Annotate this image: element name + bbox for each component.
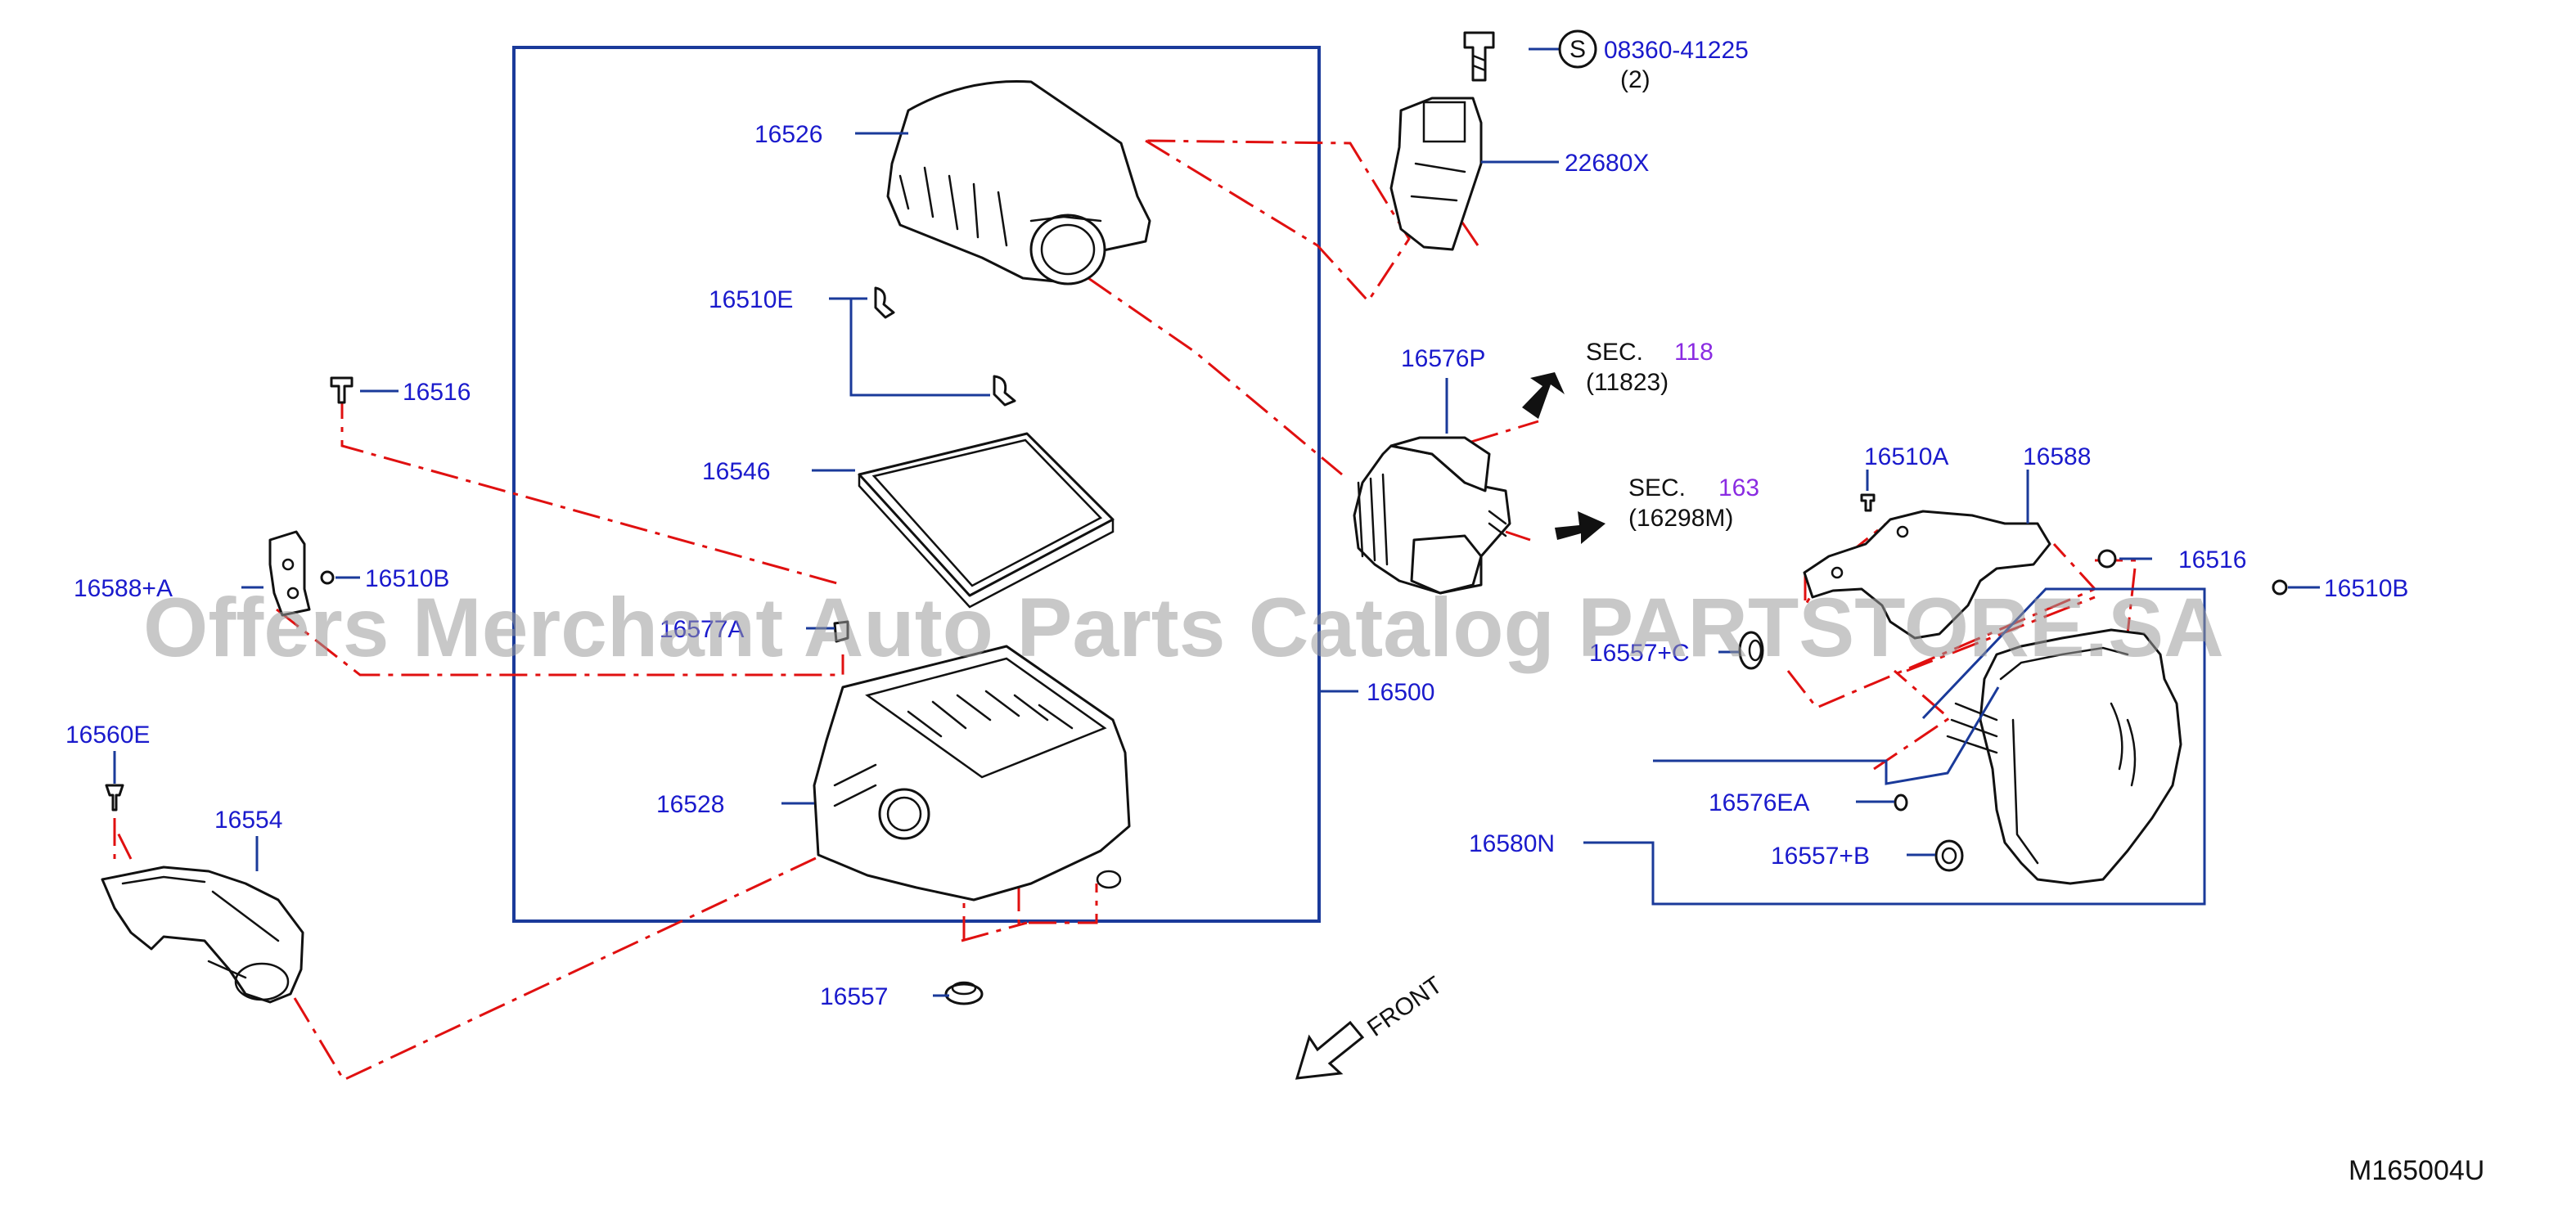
clip-16577a[interactable]	[833, 620, 849, 643]
label-16500[interactable]: 16500	[1367, 679, 1434, 706]
bolt-16516-right[interactable]	[2097, 549, 2117, 569]
maf-sensor-22680x[interactable]	[1389, 97, 1483, 251]
watermark: Offers Merchant Auto Parts Catalog PARTS…	[143, 581, 2224, 674]
front-arrow-icon	[1295, 1020, 1365, 1080]
air-cleaner-case[interactable]	[813, 645, 1131, 902]
label-16510b-left[interactable]: 16510B	[365, 565, 449, 592]
label-16554[interactable]: 16554	[214, 807, 282, 834]
grommet-16557[interactable]	[944, 981, 984, 1005]
label-16557[interactable]: 16557	[820, 983, 888, 1010]
label-16577a[interactable]: 16577A	[660, 616, 744, 643]
label-16546[interactable]: 16546	[702, 458, 770, 485]
front-label: FRONT	[1362, 971, 1448, 1041]
section-ref-118[interactable]: SEC. 118 (11823)	[1586, 339, 1714, 396]
air-duct-16554[interactable]	[101, 866, 304, 1004]
air-cleaner-cover[interactable]	[886, 79, 1151, 286]
assembly-frame	[512, 46, 1321, 923]
leader-lines	[113, 47, 2320, 997]
label-16560e[interactable]: 16560E	[65, 722, 150, 749]
air-filter-element[interactable]	[858, 432, 1115, 609]
label-16557c[interactable]: 16557+C	[1589, 640, 1690, 667]
clip-16560e[interactable]	[105, 784, 124, 812]
bracket-16588a[interactable]	[268, 530, 311, 617]
section-prefix: SEC.	[1628, 474, 1686, 501]
label-16516-right[interactable]: 16516	[2178, 546, 2246, 573]
label-16588a[interactable]: 16588+A	[74, 575, 173, 602]
label-16510e[interactable]: 16510E	[709, 286, 793, 313]
bolt-08360-41225[interactable]	[1463, 31, 1495, 82]
grommet-16557b[interactable]	[1934, 839, 1964, 872]
resonator-16576p[interactable]	[1353, 436, 1511, 595]
label-16557b[interactable]: 16557+B	[1771, 843, 1870, 870]
clip-16510b-left[interactable]	[320, 570, 335, 585]
standard-bolt-symbol-icon: S	[1558, 29, 1597, 69]
bolt-16516-left[interactable]	[330, 376, 354, 404]
label-16588[interactable]: 16588	[2023, 443, 2091, 470]
label-08360-quantity: (2)	[1620, 66, 1651, 93]
section-number[interactable]: 118	[1674, 339, 1714, 366]
grommet-16557c[interactable]	[1738, 631, 1764, 670]
diagram-code: M165004U	[2349, 1155, 2484, 1186]
section-number[interactable]: 163	[1718, 474, 1759, 501]
resonator-tank-16580n[interactable]	[1946, 628, 2182, 885]
label-16510b-right[interactable]: 16510B	[2324, 575, 2408, 602]
clip-16576ea[interactable]	[1894, 794, 1908, 812]
label-16580n[interactable]: 16580N	[1469, 830, 1555, 857]
svg-text:S: S	[1569, 36, 1586, 63]
clip-16510e[interactable]	[874, 286, 1016, 407]
label-16528[interactable]: 16528	[656, 791, 724, 818]
bracket-16588[interactable]	[1803, 510, 2051, 640]
label-16576ea[interactable]: 16576EA	[1709, 789, 1809, 816]
clip-16510b-right[interactable]	[2272, 579, 2288, 596]
label-16516-left[interactable]: 16516	[403, 379, 471, 406]
section-ref-code: (16298M)	[1628, 505, 1733, 532]
label-22680x[interactable]: 22680X	[1565, 150, 1649, 177]
label-08360-41225[interactable]: 08360-41225	[1604, 37, 1749, 64]
label-16510a[interactable]: 16510A	[1864, 443, 1948, 470]
section-118-arrow-icon	[1522, 372, 1565, 419]
clip-16510a[interactable]	[1860, 493, 1876, 512]
label-16526[interactable]: 16526	[754, 121, 822, 148]
section-prefix: SEC.	[1586, 339, 1643, 366]
section-163-arrow-icon	[1555, 511, 1605, 544]
label-16576p[interactable]: 16576P	[1401, 345, 1485, 372]
section-ref-163[interactable]: SEC. 163 (16298M)	[1628, 474, 1759, 532]
section-ref-code: (11823)	[1586, 369, 1669, 396]
